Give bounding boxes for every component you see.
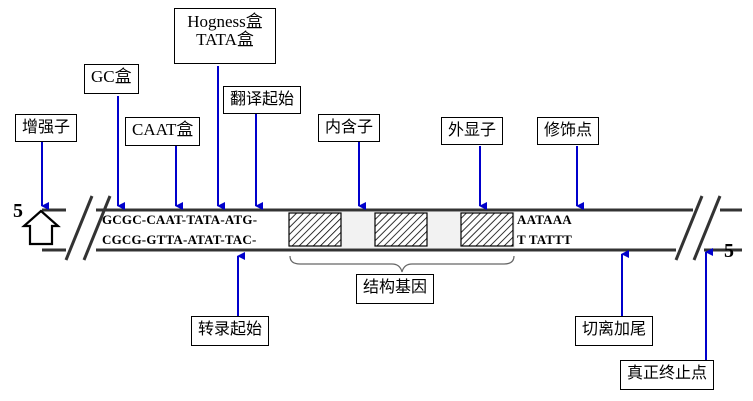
sequence-bottom-left: CGCG-GTTA-ATAT-TAC-	[102, 232, 257, 247]
gc-box-label: GC盒	[84, 64, 139, 94]
tata-box-text: TATA盒	[196, 30, 254, 49]
exon-block	[288, 212, 342, 247]
exon-block	[374, 212, 428, 247]
enhancer-arrow-icon	[21, 209, 61, 246]
cleavage-tailing-label: 切离加尾	[575, 316, 654, 346]
exon-label: 外显子	[441, 117, 504, 145]
structural-gene-brace	[289, 255, 515, 273]
hogness-tata-box-label: Hogness盒 TATA盒	[174, 8, 276, 64]
translation-start-label: 翻译起始	[223, 86, 302, 114]
sequence-bottom-right: T TATTT	[517, 232, 572, 247]
sequence-top-right: AATAAA	[517, 212, 572, 227]
transcription-start-label: 转录起始	[191, 316, 270, 346]
right-5-end-label: 5	[724, 240, 734, 262]
enhancer-label: 增强子	[15, 114, 78, 142]
true-termination-label: 真正终止点	[620, 360, 715, 390]
intron-label: 内含子	[318, 114, 381, 142]
hogness-box-text: Hogness盒	[187, 12, 263, 31]
left-5-end-label: 5	[13, 200, 23, 222]
sequence-top-left: GCGC-CAAT-TATA-ATG-	[102, 212, 258, 227]
structural-gene-label: 结构基因	[356, 274, 435, 304]
structural-gene-region	[288, 212, 515, 248]
pointer-arrows	[41, 66, 713, 360]
right-break-mark	[674, 195, 704, 261]
caat-box-label: CAAT盒	[125, 117, 201, 146]
exon-block	[460, 212, 514, 247]
modification-site-label: 修饰点	[537, 117, 600, 145]
left-break-mark	[64, 195, 94, 261]
